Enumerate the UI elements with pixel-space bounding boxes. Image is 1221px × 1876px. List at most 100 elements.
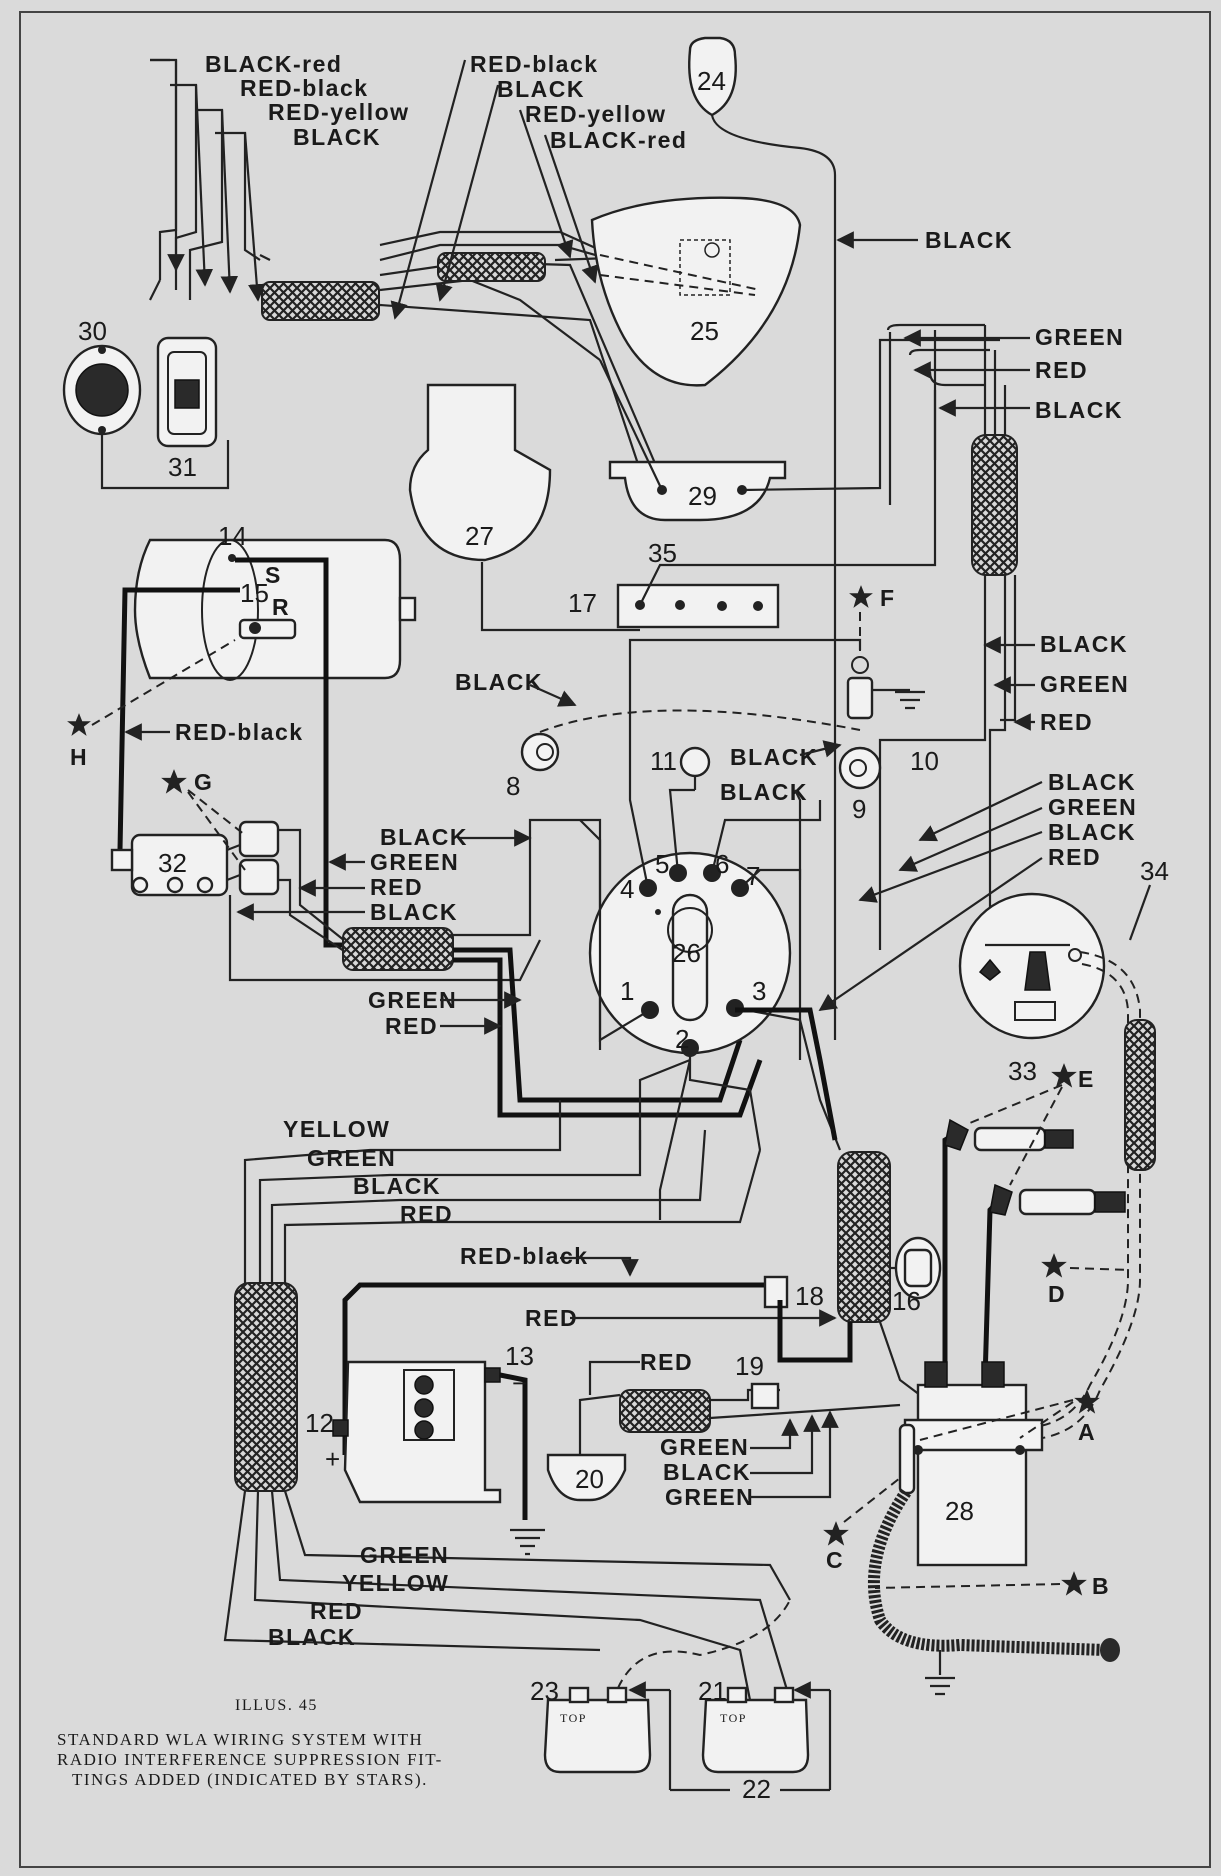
component-number: 26 [672, 938, 701, 968]
caption-line: STANDARD WLA WIRING SYSTEM WITH [57, 1730, 423, 1749]
star-label: F [880, 585, 896, 611]
component-number: 34 [1140, 856, 1169, 886]
component-25 [590, 196, 802, 387]
component-number: 11 [650, 746, 677, 776]
star-c [823, 1521, 849, 1546]
component-number: 9 [852, 794, 866, 824]
component-number: 31 [168, 452, 197, 482]
component-number: 10 [910, 746, 939, 776]
right-loom [971, 434, 1018, 576]
wire-label: BLACK [380, 824, 468, 850]
wire-label: BLACK [353, 1173, 441, 1199]
dashed-leader [874, 1583, 1061, 1589]
wire-label: RED-yellow [525, 101, 667, 127]
wire-label: RED-black [175, 719, 304, 745]
component-number: 12 [305, 1408, 334, 1438]
component-number: 24 [697, 66, 726, 96]
wire-heavy [777, 1300, 853, 1363]
star-label: G [194, 769, 213, 795]
wire-label: RED [1035, 357, 1088, 383]
wire-label: BLACK [293, 124, 381, 150]
component-27 [408, 383, 552, 562]
polarity-minus: − [512, 1368, 527, 1398]
dashed-wire [617, 1599, 791, 1689]
component-number: 6 [715, 849, 729, 879]
terminal-label: R [272, 594, 290, 620]
caption-line: RADIO INTERFERENCE SUPPRESSION FIT- [57, 1750, 443, 1769]
wire [741, 338, 1000, 492]
star-e [1051, 1063, 1077, 1088]
wire-label: BLACK-red [205, 51, 342, 77]
component-number: 5 [655, 849, 669, 879]
star-d [1041, 1253, 1067, 1278]
ground-clamp [1100, 1638, 1120, 1662]
wire-label: RED [1048, 844, 1101, 870]
wire-label: RED [1040, 709, 1093, 735]
component-8 [520, 732, 560, 772]
ground-braid [868, 1488, 1106, 1656]
polarity-plus: + [325, 1444, 340, 1474]
wire-label: BLACK [1035, 397, 1123, 423]
ground-symbol [925, 1650, 955, 1696]
component-battery [332, 1360, 545, 1556]
component-number: 27 [465, 521, 494, 551]
dashed-leader [187, 789, 246, 871]
star-label: H [70, 744, 88, 770]
wire-label: BLACK [497, 76, 585, 102]
wire-label: GREEN [307, 1145, 396, 1171]
wire-label: BLACK [1048, 769, 1136, 795]
component-number: 14 [218, 521, 247, 551]
shield-cable [1019, 963, 1129, 1429]
wire-label: BLACK [663, 1459, 751, 1485]
wire-label: GREEN [370, 849, 459, 875]
leader [918, 781, 1043, 842]
component-number: 35 [648, 538, 677, 568]
component-number: 4 [620, 874, 634, 904]
top-harness [149, 58, 662, 476]
center-vertical-loom [837, 1151, 891, 1323]
star-b [1061, 1571, 1087, 1596]
wire [878, 1321, 921, 1396]
leader [818, 857, 1043, 1011]
component-16 [890, 1236, 942, 1300]
spark-plug-1 [942, 1118, 1074, 1380]
center-loom [342, 927, 454, 971]
wire-label: RED [400, 1201, 453, 1227]
shield-loom [1124, 1019, 1156, 1171]
wire-label: YELLOW [342, 1570, 449, 1596]
component-31 [156, 336, 218, 448]
wire-label: GREEN [665, 1484, 754, 1510]
wire-label: GREEN [1035, 324, 1124, 350]
wire-heavy [235, 557, 355, 948]
leader [898, 806, 1043, 872]
wire-label: RED [385, 1013, 438, 1039]
wire [480, 562, 640, 632]
component-number: 29 [688, 481, 717, 511]
top-mark: TOP [720, 1711, 747, 1725]
spark-plug-2 [982, 1183, 1126, 1381]
component-18 [763, 1275, 789, 1309]
component-generator [133, 538, 417, 681]
star-h [67, 713, 91, 736]
dashed-leader [843, 1477, 901, 1523]
component-number: 20 [575, 1464, 604, 1494]
ignition-wires [579, 638, 862, 1220]
leader [858, 830, 1043, 903]
wire-label: RED [640, 1349, 693, 1375]
wire-label: GREEN [660, 1434, 749, 1460]
component-number: 16 [892, 1286, 921, 1316]
leader [750, 1418, 799, 1450]
small-loom [619, 1389, 711, 1433]
component-20 [546, 1393, 627, 1502]
wire-label: BLACK [1040, 631, 1128, 657]
wire-label: RED [310, 1598, 363, 1624]
wire-label: RED [525, 1305, 578, 1331]
component-number: 25 [690, 316, 719, 346]
star-g [161, 769, 187, 794]
component-number: 17 [568, 588, 597, 618]
dashed-leader [91, 639, 236, 726]
wire [709, 1403, 901, 1420]
wire-label: BLACK [730, 744, 818, 770]
component-number: 30 [78, 316, 107, 346]
wire-label: BLACK [925, 227, 1013, 253]
